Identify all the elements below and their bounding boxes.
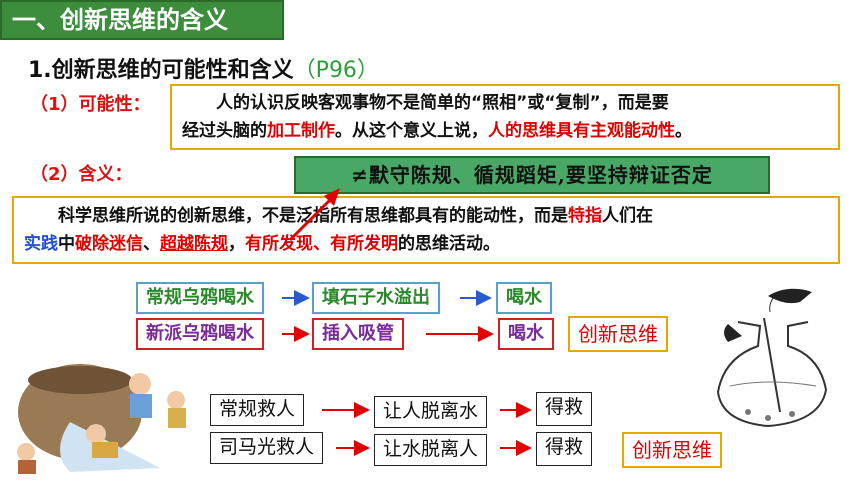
possibility-label: （1）可能性： bbox=[30, 94, 151, 115]
emphasis-break-superstition: 破除迷信 bbox=[75, 234, 143, 254]
rescue-innovation-tag: 创新思维 bbox=[622, 432, 722, 468]
crow-new-step3: 喝水 bbox=[498, 318, 554, 350]
text-span: 经过头脑的 bbox=[182, 121, 267, 141]
sima-guang-illustration bbox=[17, 364, 186, 474]
emphasis-processing: 加工制作 bbox=[267, 121, 335, 141]
heading-page-ref: （P96） bbox=[293, 58, 379, 83]
text-span: 。从这个意义上说， bbox=[335, 121, 488, 141]
meaning-label: （2）含义： bbox=[30, 164, 133, 185]
emphasis-subjective: 人的思维具有主观能动性 bbox=[488, 121, 675, 141]
rescue-normal-step1: 常规救人 bbox=[210, 394, 305, 426]
rescue-sima-step1: 司马光救人 bbox=[210, 432, 324, 464]
dialectical-note: ≠默守陈规、循规蹈矩,要坚持辩证否定 bbox=[294, 156, 770, 194]
possibility-line1: 人的认识反映客观事物不是简单的“照相”或“复制”，而是要 bbox=[216, 93, 669, 113]
emphasis-practice: 实践 bbox=[24, 234, 58, 254]
text-span: ， bbox=[228, 234, 245, 254]
text-span: 的思维活动。 bbox=[398, 234, 500, 254]
heading: 1.创新思维的可能性和含义（P96） bbox=[28, 52, 379, 84]
heading-text: 1.创新思维的可能性和含义 bbox=[28, 58, 294, 83]
possibility-box: 人的认识反映客观事物不是简单的“照相”或“复制”，而是要 经过头脑的加工制作。从… bbox=[170, 84, 840, 150]
crow-bottle-illustration bbox=[716, 288, 828, 428]
crow-new-step2: 插入吸管 bbox=[312, 318, 404, 350]
text-span: 、 bbox=[143, 234, 160, 254]
crow-normal-step3: 喝水 bbox=[496, 282, 552, 314]
meaning-line2: 实践中破除迷信、超越陈规，有所发现、有所发明的思维活动。 bbox=[24, 230, 828, 258]
emphasis-specific: 特指 bbox=[568, 206, 602, 226]
text-span: 人们在 bbox=[602, 206, 653, 226]
meaning-box: 科学思维所说的创新思维，不是泛指所有思维都具有的能动性，而是特指人们在 实践中破… bbox=[12, 196, 840, 264]
crow-normal-step2: 填石子水溢出 bbox=[312, 282, 440, 314]
rescue-sima-step3: 得救 bbox=[536, 432, 593, 466]
crow-new-step1: 新派乌鸦喝水 bbox=[136, 318, 264, 350]
crow-normal-step1: 常规乌鸦喝水 bbox=[136, 282, 264, 314]
emphasis-transcend: 超越陈规 bbox=[160, 234, 228, 254]
crow-innovation-tag: 创新思维 bbox=[568, 316, 668, 352]
section-title: 一、创新思维的含义 bbox=[0, 0, 284, 40]
text-span: 。 bbox=[675, 121, 692, 141]
emphasis-discover: 有所发现、有所发明 bbox=[245, 234, 398, 254]
text-span: 中 bbox=[58, 234, 75, 254]
rescue-normal-step2: 让人脱离水 bbox=[374, 396, 488, 428]
rescue-sima-step2: 让水脱离人 bbox=[374, 434, 488, 466]
possibility-line2: 经过头脑的加工制作。从这个意义上说，人的思维具有主观能动性。 bbox=[182, 117, 828, 145]
rescue-normal-step3: 得救 bbox=[536, 392, 593, 426]
